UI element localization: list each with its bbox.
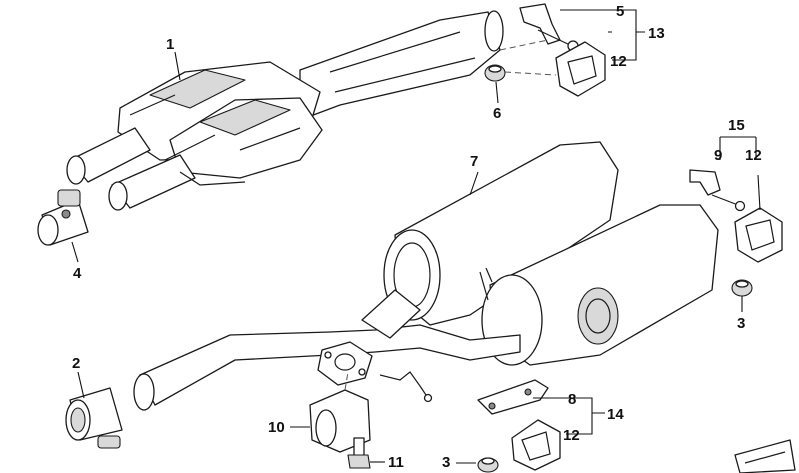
callout-12-bottom: 12: [563, 427, 580, 444]
callout-2: 2: [72, 355, 80, 372]
callout-3-right: 3: [737, 315, 745, 332]
callout-numbers: 1 4 2 5 12 13 6 7 15 9 12 3 8 14 12 10 1…: [72, 3, 762, 471]
callout-11: 11: [388, 454, 404, 471]
callout-6: 6: [493, 105, 501, 122]
callout-13: 13: [648, 25, 665, 42]
rear-silencer: [383, 141, 719, 366]
bolt: [347, 437, 371, 469]
rear-hanger-assembly-bottom: [477, 379, 561, 473]
rear-hanger-assembly-top: [484, 3, 606, 97]
intermediate-pipe: [133, 289, 521, 411]
callout-3-bottom: 3: [442, 454, 450, 471]
callout-5: 5: [616, 3, 624, 20]
pipe-connector: [309, 371, 371, 453]
callout-12-top: 12: [610, 53, 627, 70]
callout-7: 7: [470, 153, 478, 170]
callout-14: 14: [607, 406, 624, 423]
callout-8: 8: [568, 391, 576, 408]
callout-9: 9: [714, 147, 722, 164]
callout-12-right: 12: [745, 147, 762, 164]
pipe-clamp: [37, 189, 89, 246]
callout-1: 1: [166, 36, 174, 53]
leader-lines: [71, 9, 761, 464]
orientation-arrow-icon: [734, 439, 796, 473]
callout-4: 4: [73, 265, 82, 282]
front-pipe-catalytic-converters: [66, 10, 504, 211]
pipe-clamp-lower: [65, 387, 123, 449]
callout-15: 15: [728, 117, 745, 134]
rear-hanger-assembly-right: [689, 169, 783, 297]
callout-10: 10: [268, 419, 285, 436]
